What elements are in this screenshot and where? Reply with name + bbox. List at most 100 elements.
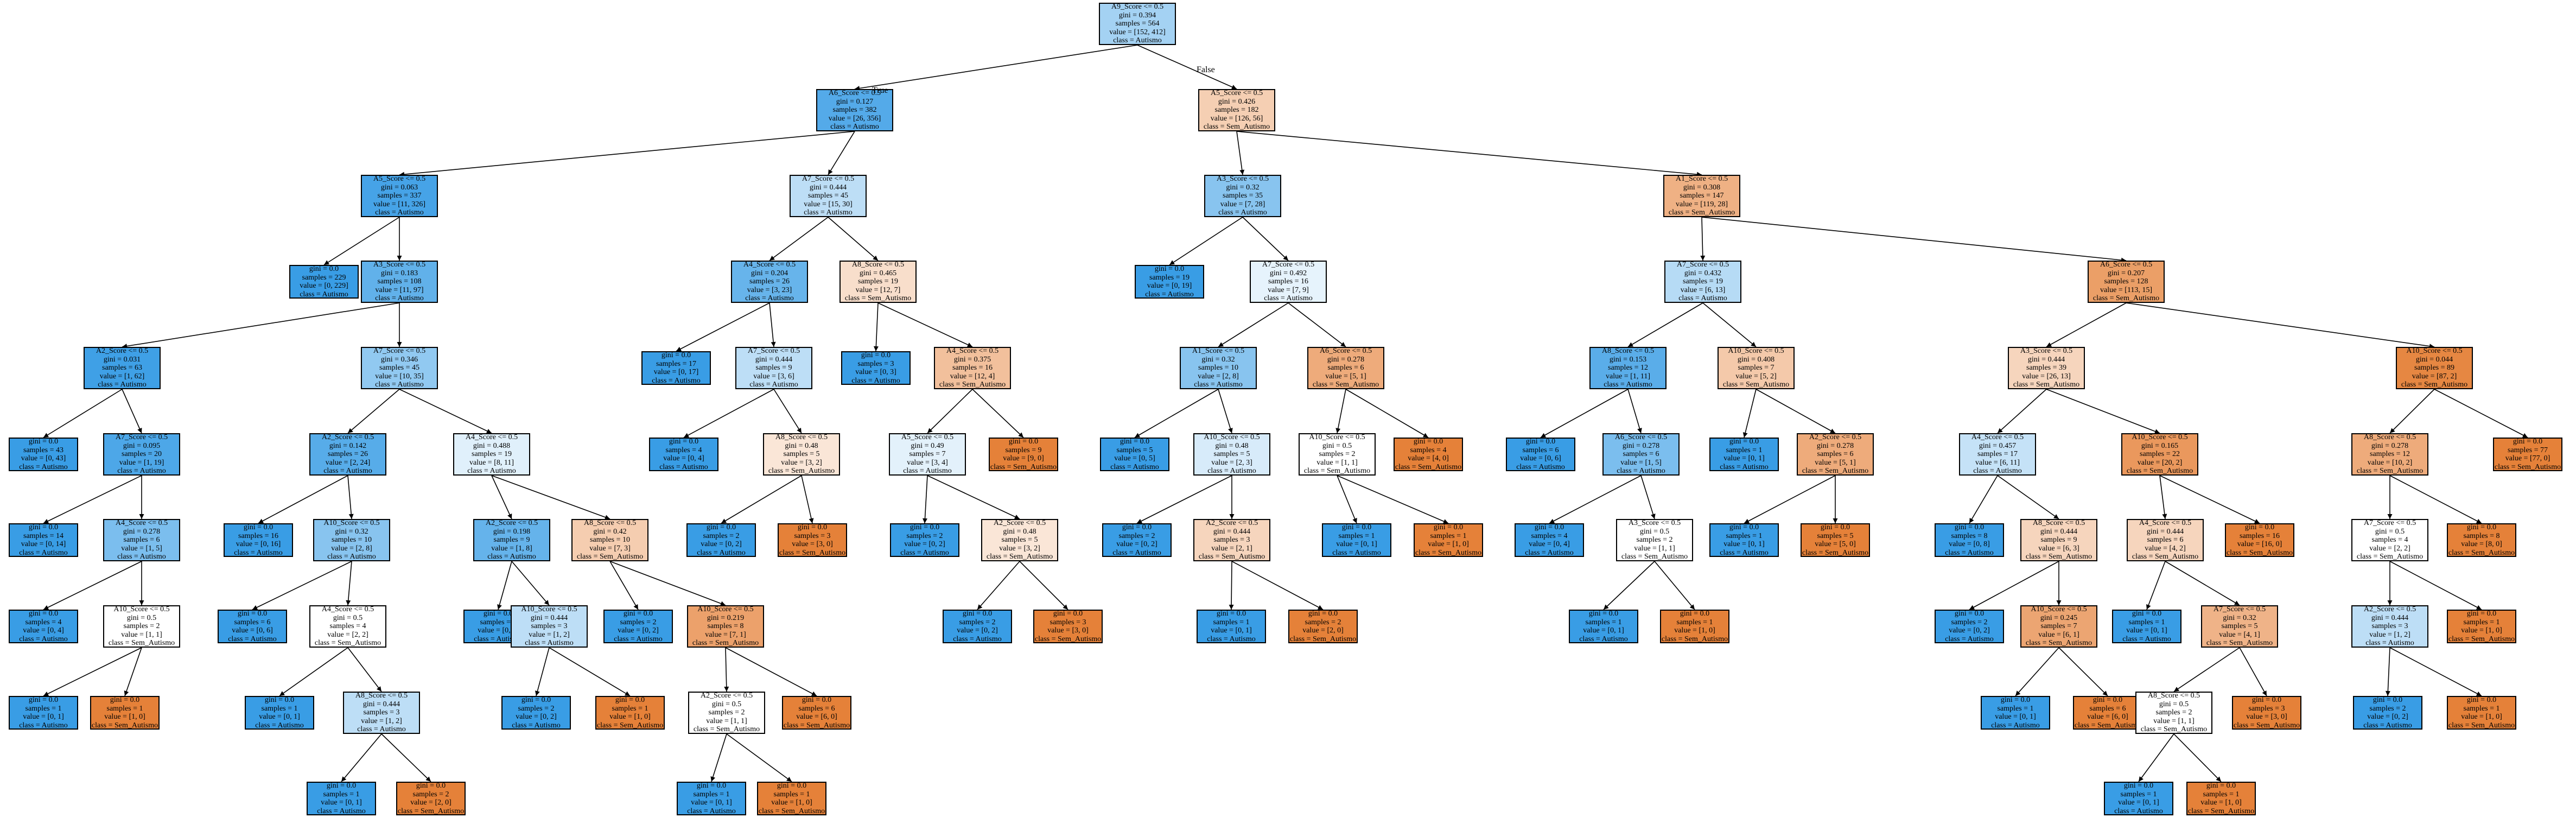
node-gini-row: gini = 0.0 (264, 696, 295, 704)
node-gini-row: gini = 0.0 (797, 523, 828, 531)
node-split-condition: A4_Score <= 0.5 (2139, 519, 2192, 528)
node-value: [3, 2] (1023, 544, 1040, 553)
node-samples-row: samples = 6 (798, 704, 835, 713)
node-gini: 0.0 (930, 523, 940, 531)
node-samples: 1 (139, 704, 143, 713)
node-value: [2, 2] (2394, 544, 2410, 553)
tree-edge (124, 647, 142, 696)
node-split-condition: A2_Score <= 0.5 (96, 347, 149, 356)
node-gini-row: gini = 0.32 (2223, 613, 2256, 622)
node-gini-row: gini = 0.0 (861, 351, 891, 359)
node-class-row: class = Autismo (317, 807, 366, 815)
tree-edge-arrowhead (43, 605, 49, 610)
node-value-row: value = [11, 97] (375, 286, 424, 294)
node-samples-row: samples = 564 (1115, 20, 1160, 28)
node-samples: 1 (2235, 790, 2240, 799)
node-samples-row: samples = 2 (2155, 708, 2192, 717)
node-gini: 0.219 (727, 613, 745, 622)
node-gini-row: gini = 0.095 (123, 441, 161, 450)
node-samples-row: samples = 19 (472, 450, 512, 459)
node-samples: 229 (334, 273, 346, 282)
node-split-condition: A4_Score <= 0.5 (465, 433, 518, 442)
node-samples: 2 (1351, 450, 1356, 459)
node-gini: 0.48 (1023, 527, 1036, 536)
tree-edge (2434, 389, 2528, 438)
node-gini-row: gini = 0.0 (909, 523, 940, 531)
node-class-row: class = Sem_Autismo (2356, 553, 2424, 561)
node-samples: 2 (939, 531, 943, 540)
node-value: [113, 15] (2125, 286, 2153, 294)
node-value: [1, 0] (129, 713, 145, 721)
node-samples: 5 (1149, 446, 1153, 454)
tree-edge (2165, 561, 2240, 606)
node-gini-row: gini = 0.0 (1120, 438, 1150, 446)
node-split-condition-row: A5_Score <= 0.5 (1211, 90, 1263, 98)
node-samples-row: samples = 9 (493, 536, 530, 544)
node-gini-row: gini = 0.0 (1122, 523, 1152, 531)
tree-edge (769, 302, 774, 347)
node-split-condition-row: A6_Score <= 0.5 (1615, 434, 1667, 442)
node-class-row: class = Autismo (1525, 548, 1574, 557)
node-class: Sem_Autismo (2229, 639, 2273, 648)
node-class-row: class = Autismo (512, 721, 561, 730)
node-samples-row: samples = 2 (1636, 536, 1673, 544)
node-gini-row: gini = 0.5 (2159, 700, 2189, 708)
node-split-condition-row: A6_Score <= 0.5 (1320, 348, 1372, 356)
node-samples: 2 (652, 618, 657, 626)
node-gini: 0.0 (797, 782, 807, 790)
node-value: [12, 7] (880, 286, 901, 294)
node-gini: 0.0 (48, 523, 59, 531)
tree-edge-arrowhead (2015, 690, 2021, 696)
tree-edge (323, 217, 400, 265)
node-samples: 10 (1231, 364, 1238, 372)
node-samples-row: samples = 1 (25, 704, 62, 713)
node-value-row: value = [0, 1] (321, 799, 362, 807)
node-class: Autismo (674, 376, 701, 385)
tree-edge (1169, 217, 1243, 265)
node-value-row: value = [1, 1] (2153, 717, 2195, 725)
node-gini-row: gini = 0.0 (1308, 610, 1338, 618)
node-samples-row: samples = 17 (1977, 450, 2018, 459)
tree-edge (381, 733, 431, 782)
tree-edge-arrowhead (2476, 691, 2482, 696)
node-value: [11, 97] (399, 286, 424, 294)
node-class: Sem_Autismo (2471, 635, 2515, 643)
node-class: Autismo (547, 639, 574, 648)
node-class-row: class = Autismo (98, 381, 147, 389)
tree-edge (2239, 647, 2267, 696)
node-value: [1, 0] (2225, 799, 2242, 807)
node-class: Sem_Autismo (1057, 635, 1102, 643)
node-class-row: class = Sem_Autismo (314, 639, 381, 648)
node-value-row: value = [1, 1] (1634, 544, 1675, 553)
node-gini-row: gini = 0.0 (2466, 523, 2497, 531)
node-split-condition-row: A1_Score <= 0.5 (1676, 176, 1728, 183)
node-class-row: class = Sem_Autismo (779, 548, 846, 557)
tree-edge (1627, 302, 1703, 347)
node-value: [2, 0] (1327, 626, 1344, 635)
node-samples: 1 (806, 790, 810, 799)
node-split-condition-row: A6_Score <= 0.5 (2100, 262, 2152, 269)
node-gini: 0.0 (2486, 610, 2497, 618)
tree-edge-arrowhead (324, 260, 330, 265)
node-class: Autismo (397, 381, 424, 389)
node-value: [6, 3] (2063, 544, 2079, 553)
node-samples: 26 (360, 450, 368, 459)
node-samples: 6 (1555, 446, 1559, 454)
node-class-row: class = Autismo (19, 548, 68, 557)
node-value: [1, 0] (1452, 540, 1469, 548)
node-class-row: class = Sem_Autismo (2025, 639, 2092, 648)
node-value: [0, 17] (678, 368, 699, 376)
node-split-condition-row: A9_Score <= 0.5 (1111, 4, 1163, 11)
node-samples: 9 (2073, 536, 2077, 544)
node-class-row: class = Autismo (1332, 548, 1381, 557)
node-gini: 0.375 (974, 355, 991, 364)
